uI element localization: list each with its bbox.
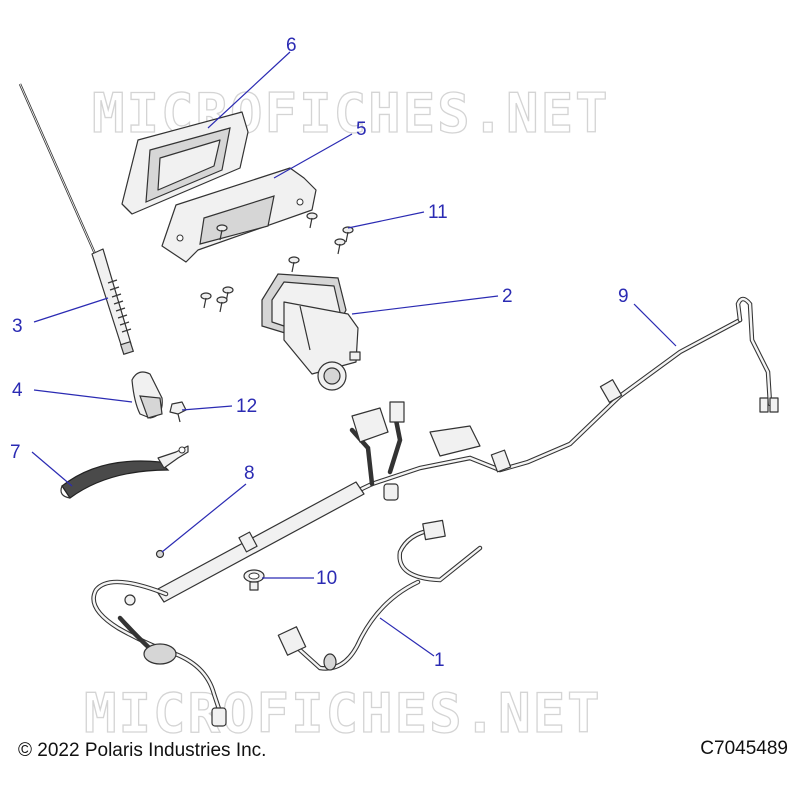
leader-lines [31,51,677,657]
leader-9 [633,303,677,347]
figure-code: C7045489 [700,738,788,759]
display-part-2 [261,273,361,391]
callout-11: 11 [428,202,448,223]
plug-part-8 [155,549,165,559]
leader-3 [33,297,109,323]
watermark-bottom: MICROFICHES.NET [84,682,602,745]
copyright-text: © 2022 Polaris Industries Inc. [18,740,267,761]
callout-2: 2 [502,286,513,307]
ground-strap-part-7 [60,445,189,499]
leader-1 [379,617,435,657]
leader-2 [351,295,499,315]
bolt-part-12 [169,401,187,423]
callout-9: 9 [618,286,629,307]
main-harness [91,296,779,727]
callout-5: 5 [356,119,367,140]
callout-10: 10 [316,568,337,589]
bracket-part-5 [161,167,317,263]
leader-4 [33,389,133,403]
callout-1: 1 [434,650,445,671]
leader-12 [181,405,233,411]
leader-11 [347,211,425,229]
sub-harness-part-1 [277,519,483,671]
callout-4: 4 [12,380,23,401]
callout-labels: 1 2 3 4 5 6 7 8 9 10 11 12 [10,35,629,671]
antenna-mount-part-4 [131,371,163,419]
clamp-part-10 [243,569,265,591]
callout-6: 6 [286,35,297,56]
bezel-part-6 [121,111,249,215]
leader-7 [31,451,73,487]
callout-8: 8 [244,463,255,484]
leader-8 [161,483,247,553]
callout-7: 7 [10,442,21,463]
callout-12: 12 [236,396,257,417]
screws-part-11 [200,212,354,313]
leader-6 [207,51,291,129]
antenna-part-3 [18,83,135,356]
callout-3: 3 [12,316,23,337]
leader-5 [273,133,353,179]
